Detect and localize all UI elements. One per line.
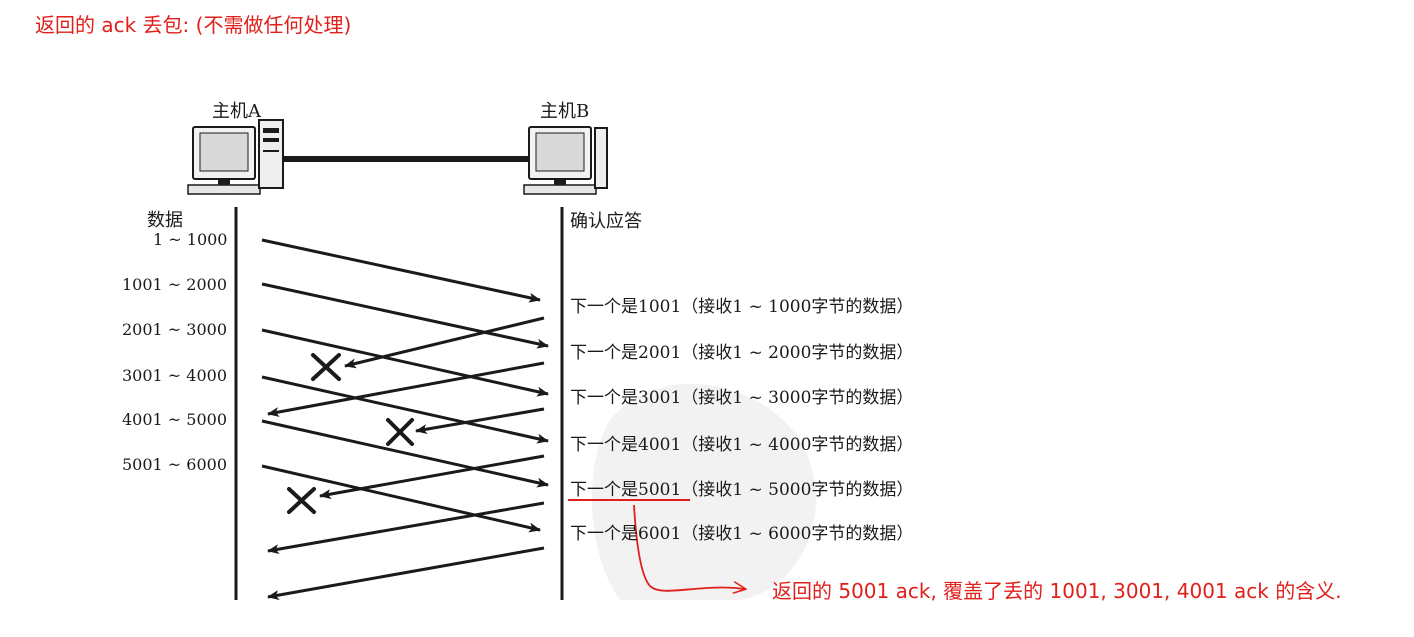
annotation-arrow [633,504,745,591]
ack-arrow-6001 [267,546,545,601]
computer-a-icon [187,119,284,195]
segment-label: 1 ~ 1000 [153,230,228,249]
ack-label: 下一个是3001（接收1 ~ 3000字节的数据） [570,388,914,408]
ack-arrow-1001-lost [344,316,545,369]
ack-arrow-2001 [267,361,545,417]
data-arrow-6 [261,464,541,533]
data-arrow-1 [261,238,541,303]
cross-icon [287,487,316,514]
data-arrow-2 [261,282,549,349]
cross-icon [386,418,414,446]
computer-b-icon [523,126,608,195]
page-title: 返回的 ack 丢包: (不需做任何处理) [35,13,352,37]
column-a-label: 数据 [147,210,183,231]
ack-label: 下一个是6001（接收1 ~ 6000字节的数据） [570,524,914,544]
ack-label: 下一个是2001（接收1 ~ 2000字节的数据） [570,343,914,363]
host-b-label: 主机B [540,101,590,122]
ack-arrow-3001-lost [415,407,545,435]
ack-arrow-4001-lost [319,454,545,499]
network-cable [283,156,529,162]
data-arrow-3 [261,328,549,397]
column-b-label: 确认应答 [570,211,642,232]
ack-label: 下一个是5001（接收1 ~ 5000字节的数据） [570,480,914,500]
annotation-note: 返回的 5001 ack, 覆盖了丢的 1001, 3001, 4001 ack… [772,579,1342,603]
ack-label: 下一个是1001（接收1 ~ 1000字节的数据） [570,297,914,317]
segment-label: 2001 ~ 3000 [122,320,228,339]
segment-label: 3001 ~ 4000 [122,366,228,385]
ack-arrow-5001 [267,501,545,555]
cross-icon [311,353,341,381]
data-arrow-4 [261,375,549,444]
segment-label: 1001 ~ 2000 [122,275,228,294]
host-a-label: 主机A [212,101,261,122]
watermark [591,383,817,600]
segment-label: 5001 ~ 6000 [122,455,228,474]
data-arrow-5 [261,419,549,488]
segment-label: 4001 ~ 5000 [122,410,228,429]
ack-label: 下一个是4001（接收1 ~ 4000字节的数据） [570,435,914,455]
